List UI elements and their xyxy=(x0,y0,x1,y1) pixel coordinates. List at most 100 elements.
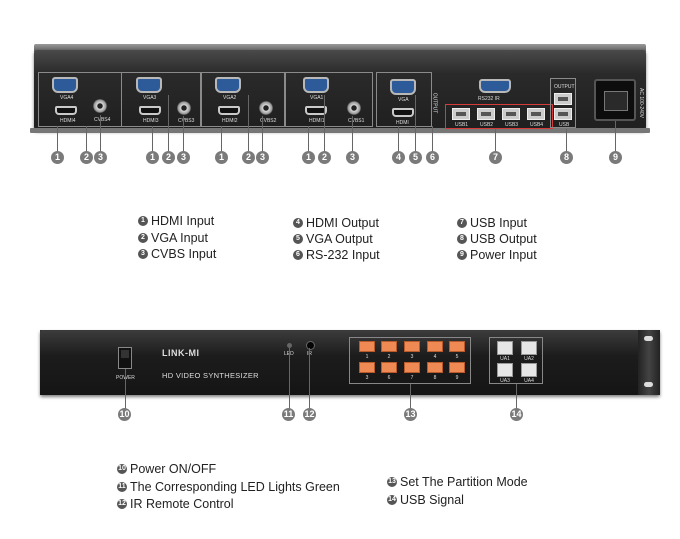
callout-badge: 12 xyxy=(303,408,316,421)
rear-panel-top-edge xyxy=(34,44,646,52)
callout-badge: 10 xyxy=(118,408,131,421)
partition-label: 7 xyxy=(410,375,414,381)
usb-button-ua2[interactable] xyxy=(521,341,537,355)
partition-button-5[interactable] xyxy=(449,341,465,352)
callout-badge: 11 xyxy=(282,408,295,421)
callout-line xyxy=(221,126,222,152)
callout-line xyxy=(262,116,263,152)
callout-line xyxy=(410,384,411,409)
callout-badge: 6 xyxy=(426,151,439,164)
power-inlet xyxy=(594,79,636,121)
partition-button-1[interactable] xyxy=(359,341,375,352)
usb-button-label: UA3 xyxy=(500,378,510,384)
hdmi4-label: HDMI4 xyxy=(60,118,76,124)
vga-output-label: VGA xyxy=(398,97,409,103)
usb-output-port-2 xyxy=(554,108,572,120)
callout-badge: 3 xyxy=(256,151,269,164)
front-panel xyxy=(40,330,660,395)
partition-button-8[interactable] xyxy=(404,362,420,373)
callout-line xyxy=(398,126,399,152)
hdmi1-port xyxy=(305,106,327,115)
partition-button-2[interactable] xyxy=(381,341,397,352)
callout-badge: 2 xyxy=(242,151,255,164)
cvbs3-label: CVBS3 xyxy=(178,118,195,124)
cvbs1-port xyxy=(347,101,361,115)
callout-badge: 13 xyxy=(404,408,417,421)
callout-badge: 9 xyxy=(609,151,622,164)
hdmi3-label: HDMI3 xyxy=(143,118,159,124)
cvbs4-label: CVBS4 xyxy=(94,117,111,123)
partition-label: 8 xyxy=(433,375,437,381)
ir-receiver xyxy=(306,341,315,350)
usb3-label: USB3 xyxy=(505,122,519,128)
usb-button-ua1[interactable] xyxy=(497,341,513,355)
power-rating-label: AC 100-240V xyxy=(638,87,645,119)
callout-line xyxy=(100,115,101,152)
partition-button-7[interactable] xyxy=(381,362,397,373)
hdmi3-port xyxy=(139,106,161,115)
callout-line xyxy=(309,348,310,409)
callout-line xyxy=(516,384,517,409)
vga3-label: VGA3 xyxy=(143,95,157,101)
callout-badge: 1 xyxy=(146,151,159,164)
power-switch[interactable] xyxy=(118,347,132,369)
vga1-label: VGA1 xyxy=(310,95,324,101)
callout-badge: 3 xyxy=(346,151,359,164)
callout-badge: 1 xyxy=(51,151,64,164)
callout-badge: 2 xyxy=(162,151,175,164)
input-group-2 xyxy=(201,72,285,127)
hdmi4-port xyxy=(55,106,77,115)
partition-label: 2 xyxy=(387,354,391,360)
hdmi2-label: HDMI2 xyxy=(222,118,238,124)
usb-button-ua4[interactable] xyxy=(521,363,537,377)
partition-button-0[interactable] xyxy=(449,362,465,373)
usb2-port xyxy=(477,108,495,120)
usb-button-label: UA2 xyxy=(524,356,534,362)
output-side-label: OUTPUT xyxy=(431,92,438,114)
partition-label: 1 xyxy=(365,354,369,360)
callout-line xyxy=(152,126,153,152)
vga-output-port xyxy=(390,79,416,95)
usb-input-highlight-box xyxy=(445,104,553,129)
callout-line xyxy=(183,116,184,152)
callout-line xyxy=(352,116,353,152)
usb-button-label: UA1 xyxy=(500,356,510,362)
callout-badge: 2 xyxy=(80,151,93,164)
partition-button-4[interactable] xyxy=(427,341,443,352)
partition-label: 3 xyxy=(365,375,369,381)
callout-line xyxy=(495,129,496,152)
cvbs2-label: CVBS2 xyxy=(260,118,277,124)
usb4-port xyxy=(527,108,545,120)
partition-label: 6 xyxy=(387,375,391,381)
partition-button-3[interactable] xyxy=(404,341,420,352)
partition-button-9[interactable] xyxy=(427,362,443,373)
callout-badge: 3 xyxy=(177,151,190,164)
hdmi1-label: HDMI1 xyxy=(309,118,325,124)
usb-output-group xyxy=(550,78,576,128)
callout-badge: 5 xyxy=(409,151,422,164)
rear-panel-bottom-edge xyxy=(30,128,650,133)
partition-label: 9 xyxy=(455,375,459,381)
rack-ear-right xyxy=(638,330,660,395)
callout-badge: 4 xyxy=(392,151,405,164)
hdmi-output-port xyxy=(392,108,414,117)
usb-button-label: UA4 xyxy=(524,378,534,384)
usb-button-ua3[interactable] xyxy=(497,363,513,377)
usb-button-group xyxy=(489,337,543,384)
callout-badge: 7 xyxy=(489,151,502,164)
hdmi-output-label: HDMI xyxy=(396,120,409,126)
partition-button-6[interactable] xyxy=(359,362,375,373)
brand-logo: LINK-MI xyxy=(162,348,200,358)
usb-output-port-1 xyxy=(554,93,572,105)
callout-badge: 1 xyxy=(302,151,315,164)
callout-line xyxy=(57,126,58,152)
